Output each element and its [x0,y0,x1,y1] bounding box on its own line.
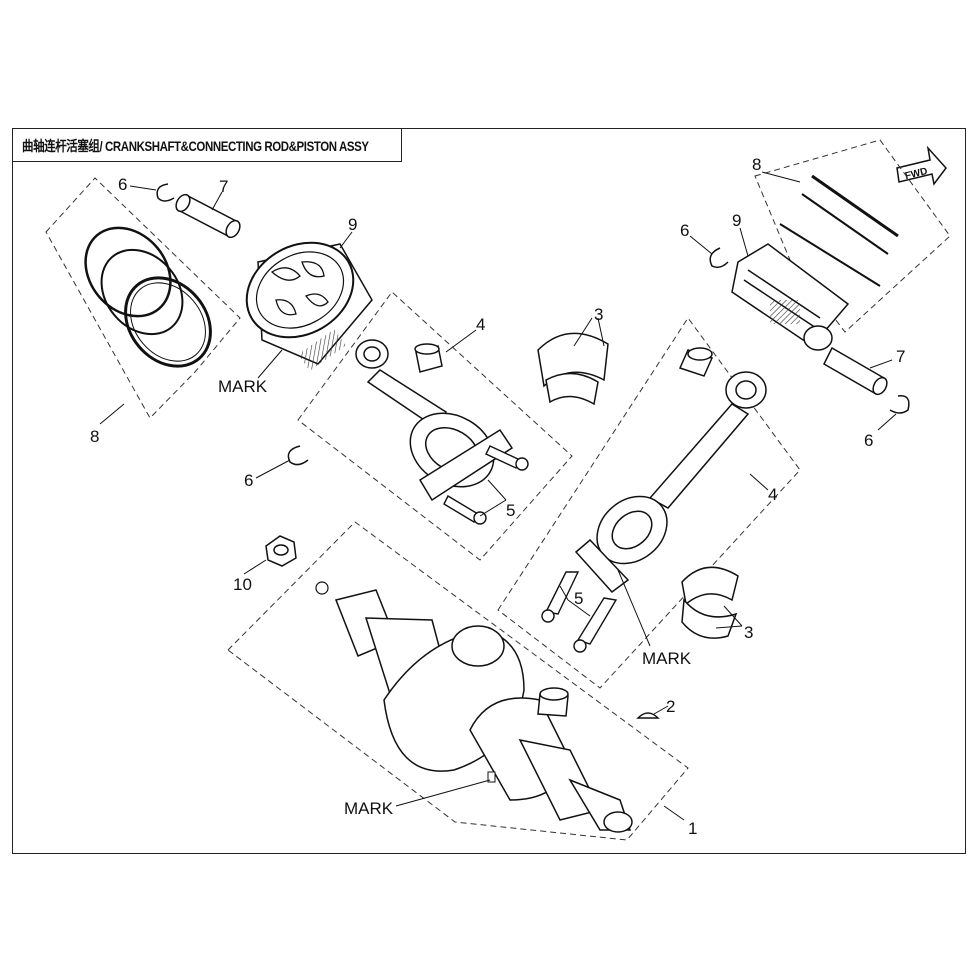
callout-3-left: 3 [594,305,603,324]
piston-rings-right [779,174,899,287]
snap-ring-6-righttop [709,247,729,269]
callout-2: 2 [666,697,675,716]
callout-7-left: 7 [219,177,228,196]
nut-10 [265,535,297,567]
callout-6-topleft: 6 [118,175,127,194]
bearing-shell-3-left [537,332,609,406]
callout-5-right: 5 [574,589,583,608]
callout-4-right: 4 [768,485,777,504]
diagram-title: 曲轴连杆活塞组/ CRANKSHAFT&CONNECTING ROD&PISTO… [22,138,369,154]
callout-6-rightbottom: 6 [864,431,873,450]
ball-bearing [315,581,329,595]
piston-pin-7-right [823,346,888,396]
crank-mark-indicator [487,771,496,783]
title-box [12,128,402,162]
snap-ring-6-rightbottom [889,395,910,414]
bearing-shell-3-right [681,566,739,639]
callout-4-left: 4 [476,315,485,334]
callout-6-righttop: 6 [680,221,689,240]
snap-ring-6-left [287,445,309,466]
piston-rings-left [84,226,212,368]
woodruff-key-2 [636,712,660,719]
callout-9-left: 9 [348,215,357,234]
piston-9-right [731,243,850,351]
fwd-arrow-icon: FWD [896,145,947,186]
connecting-rod-4-right [574,371,767,594]
piston-9-left [245,241,373,371]
callout-8-right: 8 [752,155,761,174]
crankshaft-1 [334,589,633,833]
snap-ring-6-topleft [156,183,175,202]
fwd-label: FWD [904,166,929,182]
group-box-conrod-right [497,317,801,689]
group-box-rings-left [45,177,241,419]
bolts-5-right [541,571,618,653]
group-box-conrod-left [297,291,573,561]
callout-7-right: 7 [896,347,905,366]
callout-3-right: 3 [744,623,753,642]
piston-pin-7-left [175,193,241,239]
bushing-left [414,343,443,373]
group-box-rings-right [754,139,951,333]
bolts-5-left [443,445,529,525]
callout-9-right: 9 [732,211,741,230]
leader-lines [99,171,897,821]
callout-5-left: 5 [506,501,515,520]
bushing-right [678,347,714,377]
callout-6-left: 6 [244,471,253,490]
mark-label-conrod: MARK [642,649,692,668]
group-box-crankshaft [227,521,689,841]
callout-10: 10 [233,575,252,594]
callout-8-left: 8 [90,427,99,446]
mark-label-crankshaft: MARK [344,799,394,818]
mark-label-piston: MARK [218,377,268,396]
callout-1: 1 [688,819,697,838]
diagram-frame [12,128,966,854]
